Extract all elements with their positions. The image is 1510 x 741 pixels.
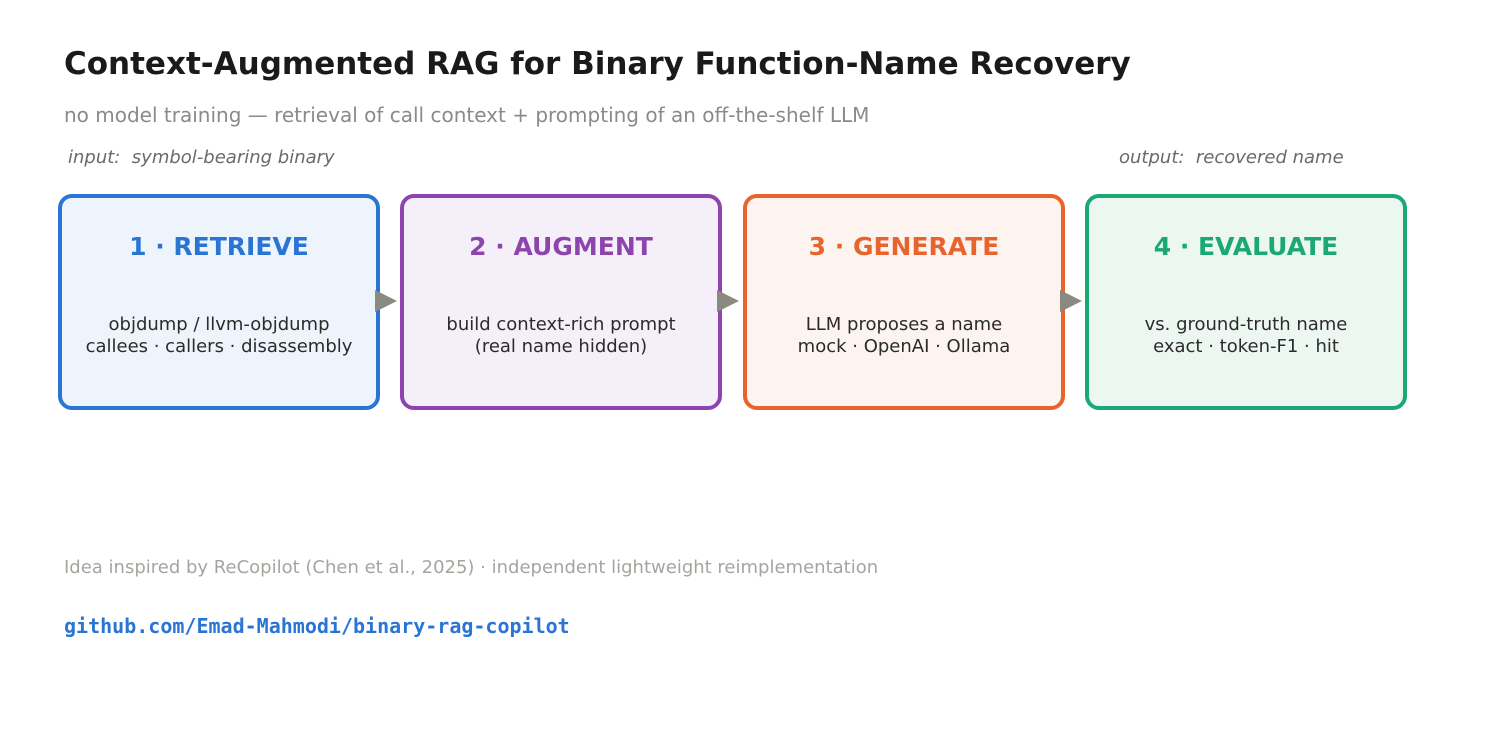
input-label: input: symbol-bearing binary [68, 147, 335, 168]
stage-description: objdump / llvm-objdump callees · callers… [62, 314, 376, 358]
stage-description-line: vs. ground-truth name [1144, 314, 1348, 335]
diagram-title: Context-Augmented RAG for Binary Functio… [64, 46, 1131, 82]
stage-description: vs. ground-truth name exact · token-F1 ·… [1089, 314, 1403, 358]
stage-description: build context-rich prompt (real name hid… [404, 314, 718, 358]
stage-title: 1 · RETRIEVE [129, 232, 309, 261]
stage-description-line: objdump / llvm-objdump [108, 314, 330, 335]
stage-augment: 2 · AUGMENT build context-rich prompt (r… [400, 194, 722, 410]
stage-description: LLM proposes a name mock · OpenAI · Olla… [747, 314, 1061, 358]
repo-link[interactable]: github.com/Emad-Mahmodi/binary-rag-copil… [64, 614, 570, 638]
stage-description-line: callees · callers · disassembly [85, 336, 353, 357]
stage-title: 2 · AUGMENT [469, 232, 653, 261]
arrow-generate-to-evaluate [1060, 290, 1082, 312]
stage-description-line: mock · OpenAI · Ollama [797, 336, 1011, 357]
stage-evaluate: 4 · EVALUATE vs. ground-truth name exact… [1085, 194, 1407, 410]
stage-description-line: build context-rich prompt [446, 314, 676, 335]
stage-description-line: exact · token-F1 · hit [1153, 336, 1339, 357]
stage-description-line: (real name hidden) [474, 336, 648, 357]
stage-description-line: LLM proposes a name [805, 314, 1003, 335]
arrow-augment-to-generate [717, 290, 739, 312]
stage-title: 4 · EVALUATE [1153, 232, 1339, 261]
footer-note: Idea inspired by ReCopilot (Chen et al.,… [64, 557, 879, 578]
arrow-retrieve-to-augment [375, 290, 397, 312]
stage-title: 3 · GENERATE [808, 232, 1000, 261]
output-label: output: recovered name [1119, 147, 1344, 168]
stage-retrieve: 1 · RETRIEVE objdump / llvm-objdump call… [58, 194, 380, 410]
diagram-subtitle: no model training — retrieval of call co… [64, 103, 870, 127]
stage-generate: 3 · GENERATE LLM proposes a name mock · … [743, 194, 1065, 410]
